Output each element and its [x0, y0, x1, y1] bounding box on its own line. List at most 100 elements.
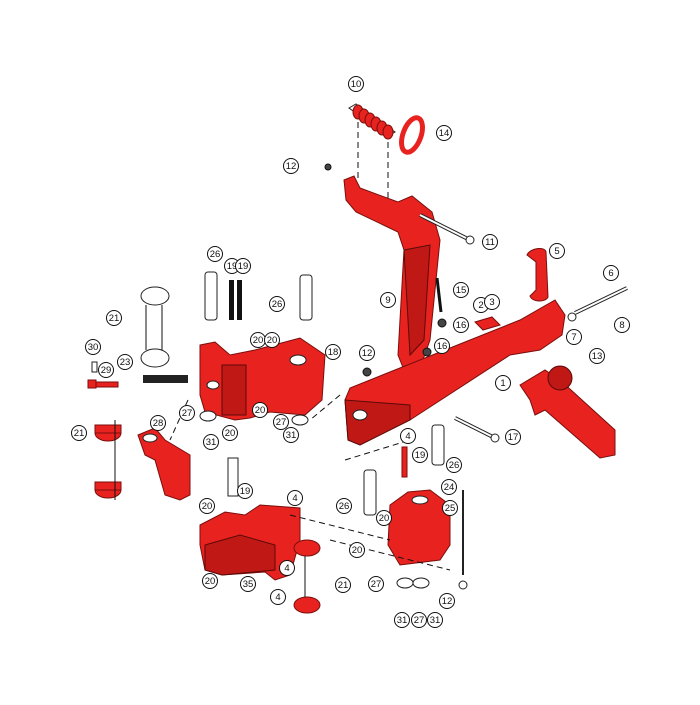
callout-part-27[interactable]: 27 — [368, 576, 384, 592]
callout-part-19[interactable]: 19 — [412, 447, 428, 463]
callout-label: 20 — [255, 405, 266, 416]
callout-part-21[interactable]: 21 — [71, 425, 87, 441]
callout-part-12[interactable]: 12 — [359, 345, 375, 361]
callout-label: 17 — [508, 432, 519, 443]
callout-circle — [359, 345, 375, 361]
callout-label: 26 — [272, 299, 283, 310]
callout-circle — [283, 158, 299, 174]
callout-part-27[interactable]: 27 — [411, 612, 427, 628]
callout-label: 23 — [120, 357, 131, 368]
callout-circle — [202, 573, 218, 589]
callout-part-12[interactable]: 12 — [283, 158, 299, 174]
callout-label: 24 — [444, 482, 455, 493]
callout-part-19[interactable]: 19 — [224, 258, 240, 274]
callout-circle — [106, 310, 122, 326]
callout-label: 20 — [225, 428, 236, 439]
callout-part-13[interactable]: 13 — [589, 348, 605, 364]
callout-part-31[interactable]: 31 — [394, 612, 410, 628]
callout-part-31[interactable]: 31 — [203, 434, 219, 450]
callout-part-20[interactable]: 20 — [264, 332, 280, 348]
callout-circle — [264, 332, 280, 348]
callout-part-21[interactable]: 21 — [106, 310, 122, 326]
callout-part-26[interactable]: 26 — [207, 246, 223, 262]
callout-part-16[interactable]: 16 — [453, 317, 469, 333]
callout-circle — [482, 234, 498, 250]
callout-circle — [117, 354, 133, 370]
callout-part-29[interactable]: 29 — [98, 362, 114, 378]
callout-circle — [325, 344, 341, 360]
callout-part-20[interactable]: 20 — [376, 510, 392, 526]
callout-circle — [549, 243, 565, 259]
spring-19 — [237, 280, 242, 320]
callout-part-19[interactable]: 19 — [235, 258, 251, 274]
callout-part-4[interactable]: 4 — [287, 490, 303, 506]
callout-circle — [348, 76, 364, 92]
callout-label: 31 — [286, 430, 297, 441]
callout-label: 28 — [153, 418, 164, 429]
callout-part-20[interactable]: 20 — [222, 425, 238, 441]
callout-part-14[interactable]: 14 — [436, 125, 452, 141]
callout-part-4[interactable]: 4 — [279, 560, 295, 576]
callout-label: 27 — [276, 417, 287, 428]
link-ring-14 — [399, 115, 425, 155]
callout-circle — [400, 428, 416, 444]
callout-circle — [85, 339, 101, 355]
callout-label: 4 — [292, 493, 297, 504]
callout-part-27[interactable]: 27 — [273, 414, 289, 430]
pin-26 — [363, 469, 377, 516]
pin-26 — [431, 424, 445, 466]
callout-part-8[interactable]: 8 — [614, 317, 630, 333]
callout-part-30[interactable]: 30 — [85, 339, 101, 355]
callout-part-4[interactable]: 4 — [400, 428, 416, 444]
callout-part-5[interactable]: 5 — [549, 243, 565, 259]
callout-part-4[interactable]: 4 — [270, 589, 286, 605]
callout-part-15[interactable]: 15 — [453, 282, 469, 298]
callout-part-12[interactable]: 12 — [439, 593, 455, 609]
callout-circle — [335, 577, 351, 593]
callout-part-23[interactable]: 23 — [117, 354, 133, 370]
callout-part-24[interactable]: 24 — [441, 479, 457, 495]
callout-label: 4 — [275, 592, 280, 603]
callout-part-20[interactable]: 20 — [250, 332, 266, 348]
callout-label: 20 — [205, 576, 216, 587]
callout-label: 19 — [415, 450, 426, 461]
callout-part-26[interactable]: 26 — [446, 457, 462, 473]
bracket-24 — [387, 489, 451, 566]
callout-part-16[interactable]: 16 — [434, 338, 450, 354]
callout-part-19[interactable]: 19 — [237, 483, 253, 499]
callout-part-1[interactable]: 1 — [495, 375, 511, 391]
callout-part-31[interactable]: 31 — [283, 427, 299, 443]
callout-label: 26 — [449, 460, 460, 471]
callout-part-18[interactable]: 18 — [325, 344, 341, 360]
callout-part-20[interactable]: 20 — [202, 573, 218, 589]
callout-part-26[interactable]: 26 — [269, 296, 285, 312]
callout-circle — [207, 246, 223, 262]
callout-part-10[interactable]: 10 — [348, 76, 364, 92]
callout-part-9[interactable]: 9 — [380, 292, 396, 308]
callout-part-25[interactable]: 25 — [442, 500, 458, 516]
callout-part-31[interactable]: 31 — [427, 612, 443, 628]
callout-part-7[interactable]: 7 — [566, 329, 582, 345]
callout-part-20[interactable]: 20 — [252, 402, 268, 418]
callout-label: 1 — [500, 378, 505, 389]
callout-label: 29 — [101, 365, 112, 376]
callout-part-20[interactable]: 20 — [199, 498, 215, 514]
callout-part-28[interactable]: 28 — [150, 415, 166, 431]
callout-part-26[interactable]: 26 — [336, 498, 352, 514]
callout-part-17[interactable]: 17 — [505, 429, 521, 445]
callout-part-11[interactable]: 11 — [482, 234, 498, 250]
callout-part-35[interactable]: 35 — [240, 576, 256, 592]
callout-part-6[interactable]: 6 — [603, 265, 619, 281]
callout-part-20[interactable]: 20 — [349, 542, 365, 558]
callout-label: 20 — [253, 335, 264, 346]
callout-label: 12 — [442, 596, 453, 607]
callout-part-27[interactable]: 27 — [179, 405, 195, 421]
callout-circle — [287, 490, 303, 506]
callout-circle — [614, 317, 630, 333]
callout-part-21[interactable]: 21 — [335, 577, 351, 593]
cap-21-upper — [140, 286, 170, 368]
callout-part-3[interactable]: 3 — [484, 294, 500, 310]
callout-label: 9 — [385, 295, 390, 306]
callout-circle — [446, 457, 462, 473]
callout-label: 20 — [267, 335, 278, 346]
